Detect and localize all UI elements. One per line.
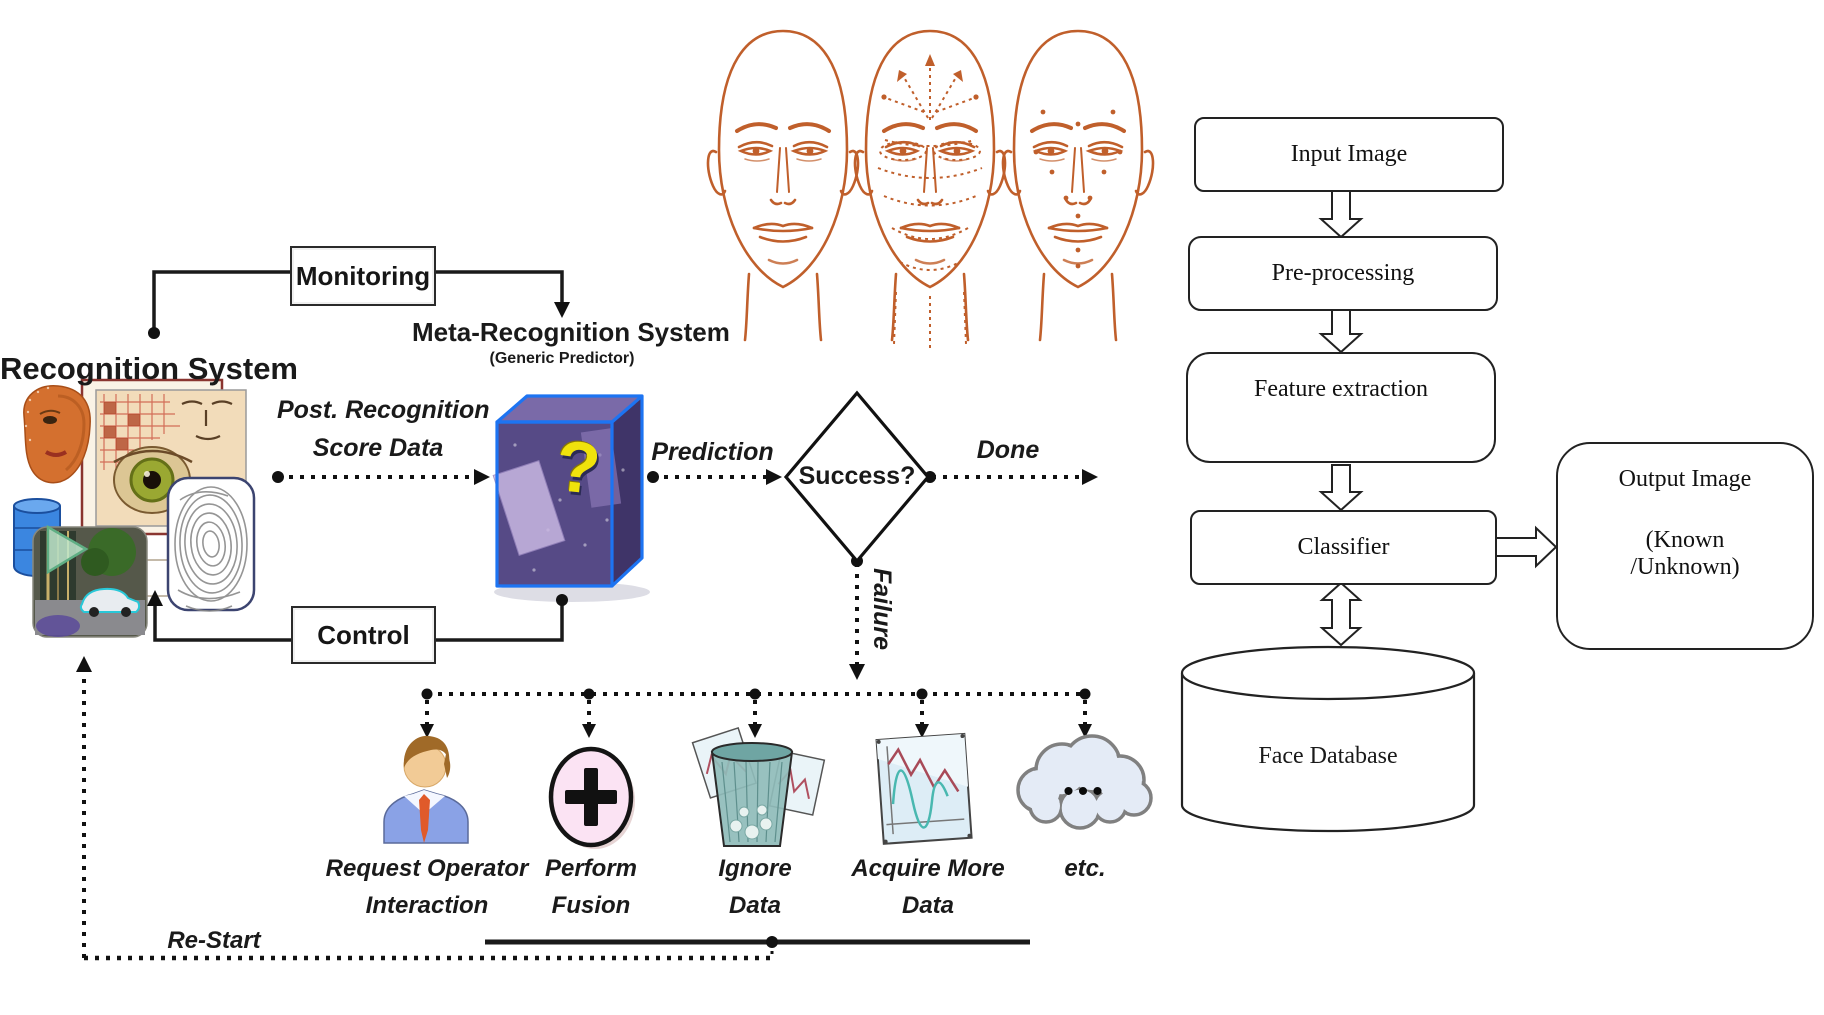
cloud-ellipsis-icon — [1016, 734, 1153, 830]
mystery-box-illustration — [492, 394, 650, 602]
action-label-request-operator-line1: Request Operator — [325, 855, 529, 882]
action-label-ignore-data-line2: Data — [728, 892, 782, 919]
node-output-image: Output Image (Known /Unknown) — [1556, 442, 1814, 650]
dashed-connectors — [82, 475, 1087, 961]
success-decision-diamond — [783, 390, 931, 564]
post-recognition-label-line2: Score Data — [312, 434, 444, 462]
face-database-cylinder — [1180, 645, 1476, 833]
output-image-line3: /Unknown) — [1630, 554, 1740, 580]
face-sketch-dots — [1000, 29, 1156, 342]
face-sketch-arrows — [852, 29, 1008, 350]
cloud-ellipsis-dots: ••• — [1063, 775, 1107, 808]
control-box: Control — [291, 606, 436, 664]
solid-connectors — [152, 270, 1030, 945]
trash-bin-icon — [691, 727, 826, 847]
meta-recognition-title: Meta-Recognition System — [412, 317, 730, 347]
meta-recognition-subtitle: (Generic Predictor) — [489, 350, 635, 367]
node-pre-processing: Pre-processing — [1188, 236, 1498, 311]
node-feature-extraction: Feature extraction — [1186, 352, 1496, 463]
failure-label: Failure — [868, 568, 896, 650]
action-label-request-operator-line2: Interaction — [365, 892, 489, 919]
arrowheads — [76, 302, 1098, 738]
node-input-image: Input Image — [1194, 117, 1504, 192]
recognition-system-title: Recognition System — [0, 351, 298, 386]
face-database-label: Face Database — [1258, 743, 1398, 769]
face-sketch-plain — [705, 29, 861, 342]
output-image-line1: Output Image — [1618, 466, 1752, 492]
monitoring-box: Monitoring — [290, 246, 436, 306]
prediction-label: Prediction — [651, 438, 774, 466]
operator-person-icon — [383, 735, 469, 844]
action-label-perform-fusion-line2: Fusion — [551, 892, 631, 919]
chart-document-icon — [875, 732, 973, 845]
action-label-acquire-more-line2: Data — [901, 892, 955, 919]
output-image-line2: (Known — [1645, 527, 1725, 553]
fusion-plus-icon — [548, 746, 635, 849]
done-label: Done — [976, 436, 1040, 464]
classifier-database-double-arrow — [1319, 581, 1363, 647]
restart-label: Re-Start — [167, 927, 261, 954]
pipeline-arrows — [1318, 189, 1558, 647]
action-label-acquire-more-line1: Acquire More — [851, 855, 1005, 882]
action-label-perform-fusion-line1: Perform — [544, 855, 638, 882]
classifier-output-arrow — [1494, 525, 1558, 569]
question-mark: ? — [551, 425, 605, 511]
success-label: Success? — [798, 462, 916, 490]
post-recognition-label-line1: Post. Recognition — [277, 396, 490, 424]
node-classifier: Classifier — [1190, 510, 1497, 585]
action-label-ignore-data-line1: Ignore — [718, 855, 792, 882]
recognition-system-collage — [13, 378, 256, 638]
action-label-etc: etc. — [1064, 855, 1106, 882]
